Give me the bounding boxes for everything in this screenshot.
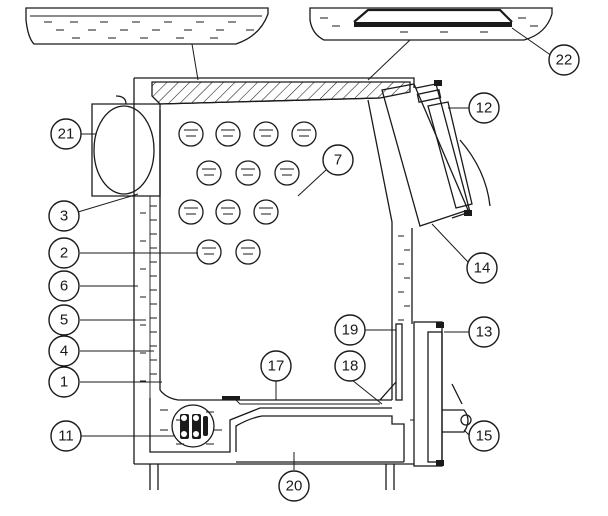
callout-14: 14: [466, 252, 498, 284]
svg-text:21: 21: [58, 126, 75, 143]
seal-detail-right: [309, 7, 553, 81]
hot-water-coil: [171, 404, 215, 448]
svg-text:7: 7: [334, 152, 342, 169]
callout-17: 17: [260, 350, 292, 382]
svg-text:1: 1: [60, 374, 68, 391]
boiler-body: [133, 77, 415, 490]
callout-22: 22: [548, 44, 580, 76]
callout-6: 6: [48, 270, 80, 302]
svg-text:19: 19: [342, 322, 359, 339]
heat-exchanger-tubes: [178, 121, 317, 265]
svg-text:17: 17: [268, 358, 285, 375]
callout-11: 11: [50, 420, 82, 452]
svg-text:6: 6: [60, 278, 68, 295]
callout-3: 3: [48, 200, 80, 232]
tube-row-1: [178, 121, 317, 147]
svg-text:4: 4: [60, 343, 68, 360]
callout-19: 19: [334, 314, 366, 346]
svg-text:2: 2: [60, 245, 68, 262]
svg-text:22: 22: [556, 52, 573, 69]
flue-pipe: [91, 95, 161, 197]
svg-text:13: 13: [476, 324, 493, 341]
svg-text:12: 12: [476, 100, 493, 117]
tube-row-3: [178, 199, 279, 225]
loading-door: [381, 80, 491, 227]
callout-18: 18: [334, 350, 366, 382]
callout-20: 20: [278, 470, 310, 502]
insulation-detail-left: [25, 7, 269, 81]
svg-text:20: 20: [286, 478, 303, 495]
tube-row-2: [196, 160, 300, 186]
svg-text:18: 18: [342, 358, 359, 375]
svg-text:15: 15: [476, 428, 493, 445]
callout-5: 5: [48, 304, 80, 336]
svg-text:14: 14: [474, 260, 491, 277]
callout-7: 7: [322, 144, 354, 176]
callout-21: 21: [50, 118, 82, 150]
ash-door: [379, 321, 472, 467]
callout-4: 4: [48, 335, 80, 367]
svg-text:3: 3: [60, 208, 68, 225]
callout-1: 1: [48, 366, 80, 398]
svg-text:5: 5: [60, 312, 68, 329]
callout-2: 2: [48, 237, 80, 269]
callout-15: 15: [468, 420, 500, 452]
callout-12: 12: [468, 92, 500, 124]
tube-row-4: [196, 239, 261, 265]
svg-text:11: 11: [58, 428, 74, 445]
callout-13: 13: [468, 316, 500, 348]
